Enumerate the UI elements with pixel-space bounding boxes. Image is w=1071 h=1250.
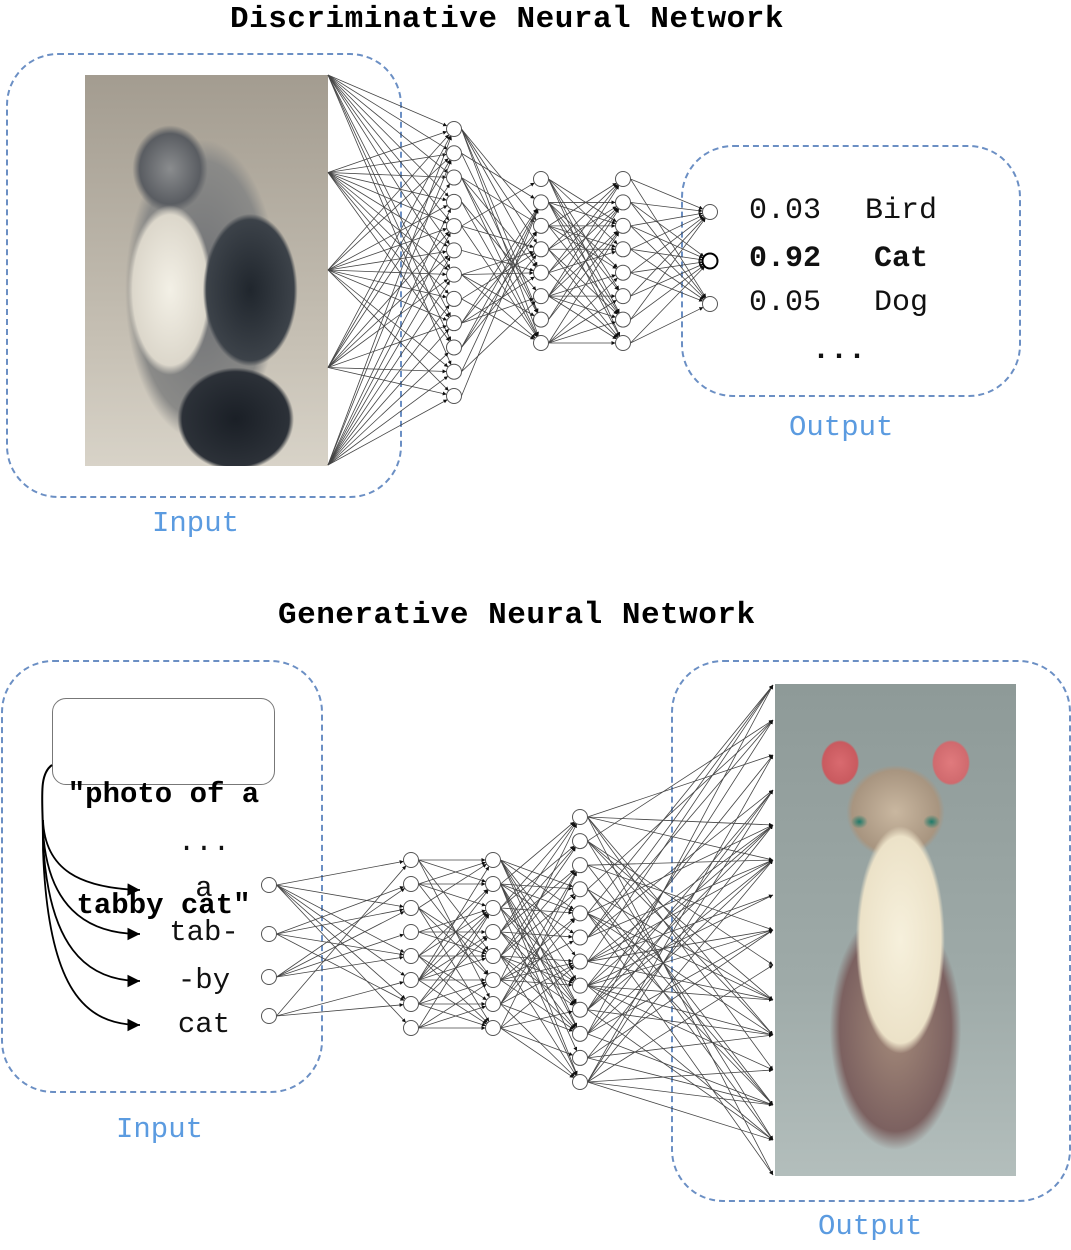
neuron [485, 996, 501, 1012]
output-prob-dog: 0.05 [749, 286, 822, 320]
neuron [261, 877, 277, 893]
neuron [572, 881, 588, 898]
neuron [572, 1025, 588, 1042]
neuron [701, 252, 719, 270]
neuron [533, 264, 549, 281]
neuron [485, 924, 501, 940]
neuron [485, 876, 501, 892]
output-label-bird: Bird [865, 194, 938, 228]
token-a: a [195, 872, 213, 905]
neuron [403, 876, 419, 892]
token-cat: cat [177, 1008, 231, 1041]
neuron [485, 972, 501, 988]
generative-network [261, 684, 774, 1176]
output-cat-image [775, 684, 1016, 1176]
neuron [446, 315, 462, 332]
neuron [403, 852, 419, 868]
neuron [403, 924, 419, 940]
discriminative-output-caption: Output [789, 411, 894, 444]
neuron [485, 900, 501, 916]
neuron [702, 204, 718, 220]
discriminative-input-box [6, 53, 402, 498]
discriminative-input-caption: Input [152, 507, 240, 540]
output-ellipsis: ... [812, 334, 867, 368]
neuron [533, 194, 549, 211]
discriminative-title: Discriminative Neural Network [230, 2, 784, 37]
prompt-line-2: tabby cat" [76, 889, 251, 922]
neuron [446, 218, 462, 235]
input-cat-image [85, 75, 328, 466]
token-by: -by [177, 964, 231, 997]
neuron [615, 241, 631, 258]
output-label-dog: Dog [874, 286, 929, 320]
neuron [485, 852, 501, 868]
neuron [572, 833, 588, 850]
neuron [403, 900, 419, 916]
neuron [446, 169, 462, 186]
generative-input-caption: Input [116, 1113, 204, 1146]
neuron [446, 242, 462, 259]
neuron [446, 193, 462, 210]
token-tab: tab- [169, 916, 239, 949]
neuron [403, 1020, 419, 1036]
neuron [485, 948, 501, 964]
neuron [403, 996, 419, 1012]
neuron [446, 363, 462, 380]
neuron [615, 288, 631, 305]
neuron [403, 972, 419, 988]
neuron [261, 969, 277, 985]
neuron [533, 217, 549, 234]
output-prob-bird: 0.03 [749, 194, 822, 228]
neuron [533, 335, 549, 351]
neuron [615, 171, 631, 187]
token-ellipsis: ... [177, 826, 231, 859]
tokenizer-arrows [41, 764, 141, 1032]
neuron [533, 288, 549, 305]
neuron [615, 217, 631, 234]
neuron [261, 1008, 277, 1024]
neuron [572, 1049, 588, 1066]
neuron [572, 857, 588, 874]
prompt-line-1: "photo of a [67, 778, 260, 811]
neuron [572, 977, 588, 994]
neuron [446, 339, 462, 356]
generative-output-caption: Output [818, 1210, 923, 1243]
discriminative-network [327, 74, 719, 466]
neuron [615, 264, 631, 281]
prompt-box: "photo of a tabby cat" [52, 698, 275, 922]
neuron [533, 171, 549, 187]
neuron [446, 145, 462, 162]
neuron [485, 1020, 501, 1036]
neuron [572, 953, 588, 970]
neuron [572, 1074, 588, 1090]
neuron [615, 194, 631, 211]
neuron [261, 926, 277, 942]
neuron [533, 241, 549, 258]
neuron [446, 121, 462, 137]
neuron [533, 311, 549, 328]
neuron [572, 905, 588, 922]
output-label-cat: Cat [874, 242, 929, 276]
neuron [403, 948, 419, 964]
neuron [572, 929, 588, 946]
neuron [572, 1001, 588, 1018]
neuron [615, 335, 631, 351]
neuron [702, 296, 718, 312]
neuron [446, 266, 462, 283]
neuron [615, 311, 631, 328]
generative-title: Generative Neural Network [278, 598, 756, 633]
discriminative-output-box [681, 145, 1021, 397]
output-prob-cat: 0.92 [749, 242, 822, 276]
neuron [446, 290, 462, 307]
neuron [572, 809, 588, 825]
neuron [446, 388, 462, 404]
